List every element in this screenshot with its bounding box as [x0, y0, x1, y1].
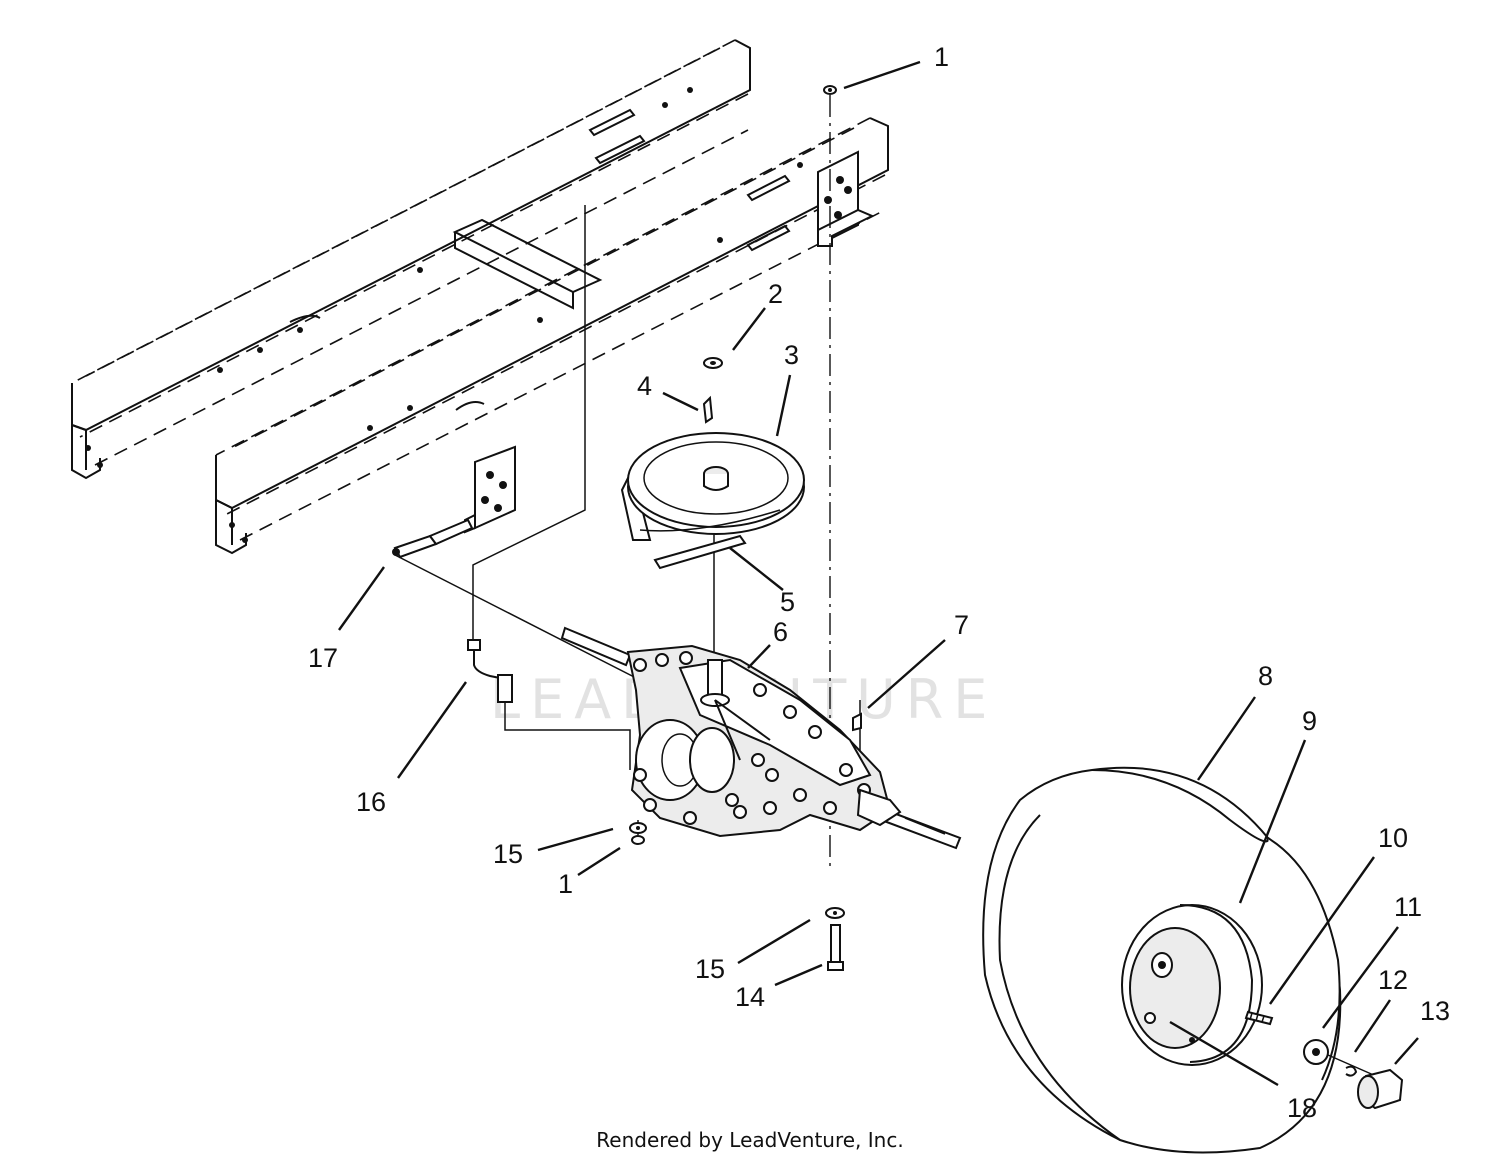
frame-rail-rear [71, 39, 751, 480]
frame-rail-front [215, 117, 889, 555]
callout-2: 2 [768, 279, 783, 309]
callout-leaders [338, 60, 1419, 1087]
callout-17: 17 [308, 643, 338, 673]
footer-credit: Rendered by LeadVenture, Inc. [596, 1128, 903, 1152]
axle-bracket-left [464, 445, 516, 534]
linkage-rod [392, 518, 474, 559]
callout-5: 5 [780, 587, 795, 617]
callout-10: 10 [1378, 823, 1408, 853]
callout-6: 6 [773, 617, 788, 647]
callout-13: 13 [1420, 996, 1450, 1026]
transaxle [560, 626, 962, 850]
hardware [629, 85, 862, 971]
callout-12: 12 [1378, 965, 1408, 995]
callout-numbers: 1 2 3 4 5 6 7 8 9 10 11 12 13 14 15 16 1… [308, 42, 1450, 1123]
control-rod [467, 639, 513, 703]
callout-1-lower: 1 [558, 869, 573, 899]
callout-4: 4 [637, 371, 652, 401]
callout-14: 14 [735, 982, 765, 1012]
callout-15-upper: 15 [493, 839, 523, 869]
callout-3: 3 [784, 340, 799, 370]
callout-1-top: 1 [934, 42, 949, 72]
axle-bracket-right [817, 150, 875, 247]
callout-7: 7 [954, 610, 969, 640]
callout-9: 9 [1302, 706, 1317, 736]
callout-8: 8 [1258, 661, 1273, 691]
callout-16: 16 [356, 787, 386, 817]
callout-11: 11 [1394, 892, 1422, 922]
pulley-and-belt [620, 432, 805, 570]
wheel-hardware [1244, 1010, 1404, 1110]
callout-18: 18 [1287, 1093, 1317, 1123]
rear-wheel [982, 766, 1342, 1154]
callout-15-lower: 15 [695, 954, 725, 984]
